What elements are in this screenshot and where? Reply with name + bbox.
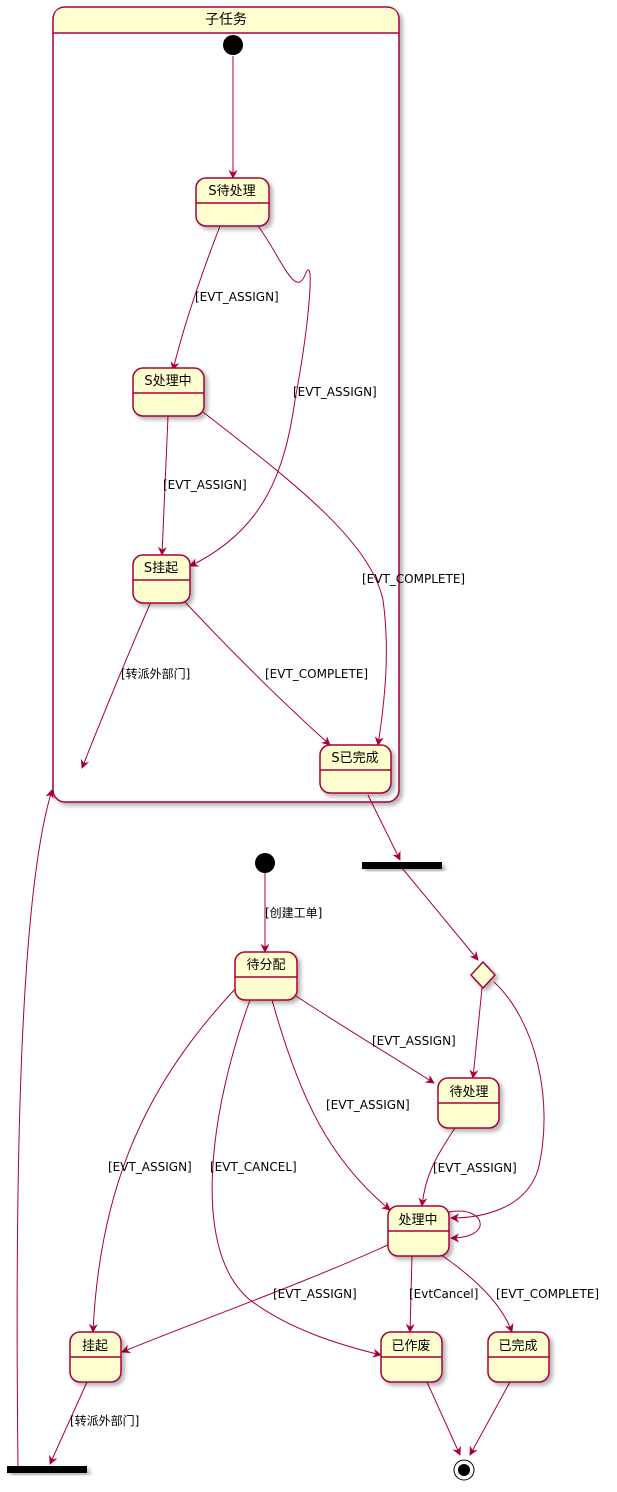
label-processing-to-voided: [EvtCancel]: [409, 1287, 478, 1301]
subtask-initial-node: [223, 35, 243, 55]
edge-toassign-to-pending: [295, 995, 435, 1084]
label-ssus-to-scomp: [EVT_COMPLETE]: [265, 667, 368, 681]
state-completed[interactable]: 已完成: [487, 1331, 550, 1383]
state-s-completed[interactable]: S已完成: [319, 744, 392, 794]
composite-subtask: 子任务: [52, 6, 400, 803]
edge-completed-to-final: [469, 1381, 511, 1456]
edge-scompleted-to-fork: [367, 794, 401, 861]
edge-choice-to-processing: [450, 981, 545, 1223]
edge-sprocessing-to-ssuspended: [157, 415, 169, 556]
state-to-assign-label: 待分配: [246, 958, 285, 973]
label-sp-to-sproc: [EVT_ASSIGN]: [195, 290, 279, 304]
state-s-processing[interactable]: S处理中: [132, 367, 205, 417]
label-sproc-to-ssus: [EVT_ASSIGN]: [163, 478, 247, 492]
state-completed-label: 已完成: [498, 1339, 537, 1354]
edge-voided-to-final: [426, 1381, 461, 1456]
state-pending[interactable]: 待处理: [437, 1077, 500, 1129]
final-node-inner: [458, 1464, 470, 1476]
fork-bar-bottom: [7, 1466, 87, 1473]
state-to-assign[interactable]: 待分配: [234, 951, 298, 1001]
edge-pending-to-processing: [418, 1127, 456, 1207]
state-s-suspended-label: S挂起: [144, 561, 178, 576]
state-s-pending[interactable]: S待处理: [195, 177, 270, 227]
label-sp-to-ssus: [EVT_ASSIGN]: [293, 385, 377, 399]
state-suspended-label: 挂起: [82, 1339, 108, 1354]
label-pending-to-processing: [EVT_ASSIGN]: [433, 1161, 517, 1175]
state-processing[interactable]: 处理中: [387, 1205, 450, 1257]
state-processing-label: 处理中: [398, 1213, 437, 1228]
state-pending-label: 待处理: [449, 1085, 488, 1100]
label-assign-to-suspended: [EVT_ASSIGN]: [108, 1160, 192, 1174]
label-assign-to-voided: [EVT_CANCEL]: [210, 1160, 297, 1174]
state-voided-label: 已作废: [391, 1338, 430, 1354]
edge-ssuspended-to-scompleted: [184, 601, 331, 746]
edge-processing-to-voided: [405, 1255, 415, 1333]
edge-toassign-to-suspended: [88, 987, 237, 1333]
composite-title: 子任务: [205, 12, 247, 28]
state-s-suspended[interactable]: S挂起: [132, 554, 191, 604]
label-ssus-out: [转派外部门]: [121, 666, 190, 681]
edge-toassign-to-voided: [211, 999, 382, 1358]
pseudostates: [7, 35, 497, 1481]
fork-bar-top: [362, 862, 442, 869]
edges-composite: [80, 56, 387, 769]
label-processing-to-completed: [EVT_COMPLETE]: [496, 1287, 599, 1301]
label-assign-to-processing: [EVT_ASSIGN]: [326, 1098, 410, 1112]
edge-spending-to-ssuspended: [189, 225, 311, 567]
state-suspended[interactable]: 挂起: [69, 1331, 122, 1383]
edge-bar-to-composite: [16, 789, 54, 1467]
edge-processing-to-suspended: [121, 1243, 391, 1354]
edge-suspended-to-bar: [49, 1381, 88, 1465]
choice-node: [469, 960, 497, 990]
label-init-to-assign: [创建工单]: [265, 906, 322, 920]
edge-ssuspended-out: [80, 603, 151, 769]
state-voided[interactable]: 已作废: [380, 1331, 443, 1383]
edge-toassign-to-processing: [271, 999, 391, 1211]
edge-processing-self-loop: [448, 1210, 481, 1243]
state-s-processing-label: S处理中: [144, 374, 191, 389]
edges-outer: [16, 789, 545, 1467]
edge-processing-to-completed: [439, 1253, 514, 1333]
label-suspended-out: [转派外部门]: [70, 1413, 139, 1428]
edge-labels: [EVT_ASSIGN] [EVT_ASSIGN] [EVT_ASSIGN] […: [70, 290, 599, 1428]
label-assign-to-pending: [EVT_ASSIGN]: [372, 1034, 456, 1048]
edge-choice-to-pending: [469, 987, 483, 1079]
edge-fork-to-choice: [401, 867, 479, 961]
label-sproc-to-scomp: [EVT_COMPLETE]: [362, 572, 465, 586]
state-s-pending-label: S待处理: [208, 184, 255, 199]
state-s-completed-label: S已完成: [331, 751, 378, 766]
initial-node: [255, 853, 275, 873]
label-processing-to-suspended: [EVT_ASSIGN]: [273, 1287, 357, 1301]
edge-spending-to-sprocessing: [170, 225, 221, 371]
edge-sprocessing-to-scompleted: [202, 411, 387, 746]
